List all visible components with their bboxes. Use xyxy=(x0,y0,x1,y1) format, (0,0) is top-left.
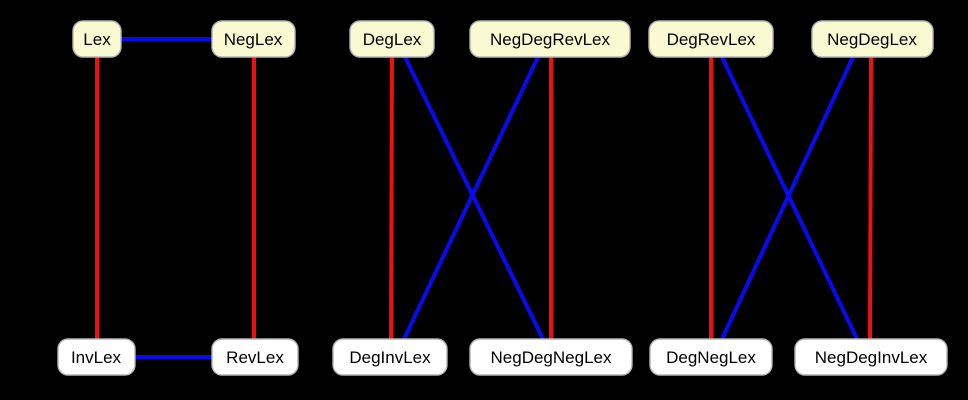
node-box xyxy=(469,20,631,58)
node-box xyxy=(469,338,633,376)
node-negdegneglex: NegDegNegLex xyxy=(469,338,633,376)
edge-deglex-deginvlex-red xyxy=(389,56,394,340)
node-label: NegDegInvLex xyxy=(815,348,928,367)
node-label: NegDegRevLex xyxy=(490,30,611,49)
node-neglex: NegLex xyxy=(211,20,296,58)
node-lex: Lex xyxy=(72,20,122,58)
node-label: DegNegLex xyxy=(666,348,756,367)
node-label: NegLex xyxy=(224,30,283,49)
node-negdeglex: NegDegLex xyxy=(811,20,934,58)
node-box xyxy=(211,20,296,58)
edge-deglex-negdegneglex-blue xyxy=(403,56,545,340)
edge-negdeglex-negdeginvlex-red xyxy=(868,56,873,340)
node-degneglex: DegNegLex xyxy=(649,338,773,376)
node-box xyxy=(349,20,435,58)
node-negdegrevlex: NegDegRevLex xyxy=(469,20,631,58)
node-box xyxy=(794,338,948,376)
node-label: Lex xyxy=(83,30,111,49)
node-box xyxy=(332,338,448,376)
node-negdeginvlex: NegDegInvLex xyxy=(794,338,948,376)
node-deginvlex: DegInvLex xyxy=(332,338,448,376)
node-label: DegInvLex xyxy=(349,348,431,367)
node-label: NegDegNegLex xyxy=(491,348,612,367)
edge-negdeglex-degneglex-blue xyxy=(720,56,855,340)
node-revlex: RevLex xyxy=(211,338,299,376)
node-box xyxy=(57,338,136,376)
node-deglex: DegLex xyxy=(349,20,435,58)
node-box xyxy=(649,338,773,376)
node-label: InvLex xyxy=(71,348,122,367)
node-label: DegLex xyxy=(363,30,422,49)
node-box xyxy=(648,20,774,58)
edge-negdegrevlex-deginvlex-blue xyxy=(402,56,540,340)
node-box xyxy=(811,20,934,58)
node-label: NegDegLex xyxy=(827,30,917,49)
node-box xyxy=(72,20,122,58)
edge-layer xyxy=(95,37,873,359)
node-degrevlex: DegRevLex xyxy=(648,20,774,58)
node-box xyxy=(211,338,299,376)
node-invlex: InvLex xyxy=(57,338,136,376)
node-label: DegRevLex xyxy=(667,30,756,49)
node-label: RevLex xyxy=(226,348,284,367)
